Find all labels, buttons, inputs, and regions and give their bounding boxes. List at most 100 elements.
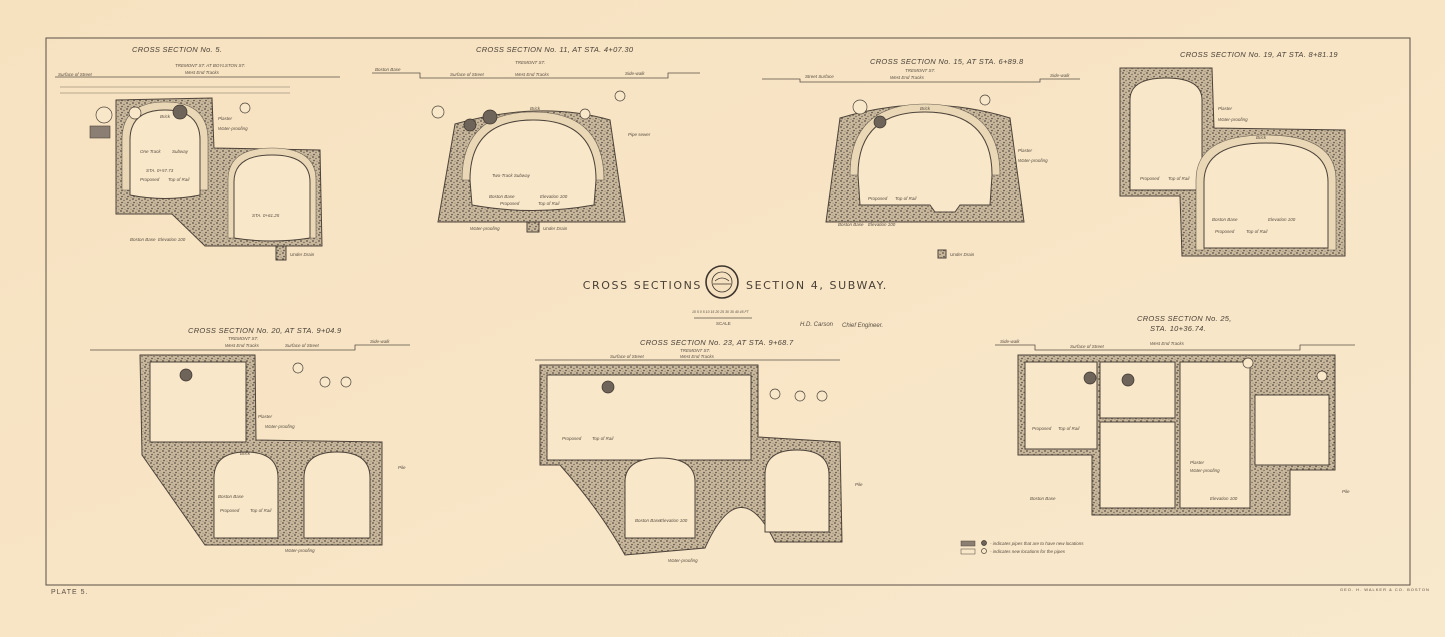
label: Surface of Street: [450, 72, 485, 77]
label: Elevation 100: [660, 518, 688, 523]
section-title: CROSS SECTION No. 11, AT STA. 4+07.30: [476, 45, 634, 54]
label: Proposed: [1215, 229, 1235, 234]
label: Brick: [160, 114, 171, 119]
label: Under Drain: [290, 252, 315, 257]
label: Top of Rail: [168, 177, 190, 182]
street-label: TREMONT ST. AT BOYLSTON ST.: [175, 63, 246, 68]
label: Water-proofing: [1190, 468, 1220, 473]
label: Water-proofing: [668, 558, 698, 563]
section-title: CROSS SECTION No. 25,: [1137, 314, 1232, 323]
label: Top of Rail: [250, 508, 272, 513]
label: Top of Rail: [592, 436, 614, 441]
label: Boston Base: [635, 518, 661, 523]
label: Surface of Street: [285, 343, 320, 348]
label: Plaster: [1190, 460, 1205, 465]
signature: H.D. Carson: [800, 322, 834, 328]
label: Pile: [1342, 489, 1350, 494]
label: Water-proofing: [218, 126, 248, 131]
commission-seal: [705, 265, 739, 299]
label: Boston Base: [489, 194, 515, 199]
label: Pipe sewer: [628, 132, 651, 137]
label: Subway: [172, 149, 189, 154]
label: Water-proofing: [470, 226, 500, 231]
cross-section-19: CROSS SECTION No. 19, AT STA. 8+81.19 Br…: [1119, 50, 1346, 257]
plate-number: PLATE 5.: [51, 589, 88, 596]
label: West End Tracks: [515, 72, 550, 77]
label: Two-Track Subway: [492, 173, 531, 178]
section-title: CROSS SECTION No. 19, AT STA. 8+81.19: [1180, 50, 1338, 59]
label: Top of Rail: [1246, 229, 1268, 234]
label: Elevation 100: [1268, 217, 1296, 222]
label: Elevation 100: [868, 222, 896, 227]
label: Proposed: [1140, 176, 1160, 181]
section-title: CROSS SECTION No. 15, AT STA. 6+89.8: [870, 57, 1024, 66]
label: Brick: [240, 451, 251, 456]
label: West End Tracks: [680, 354, 715, 359]
plate-title-block: CROSS SECTIONS SECTION 4, SUBWAY. 10 5 0…: [583, 265, 888, 329]
label: Top of Rail: [538, 201, 560, 206]
label: Top of Rail: [1168, 176, 1190, 181]
label: STA. 0+61.25: [252, 213, 280, 218]
label: Proposed: [140, 177, 160, 182]
label: Surface of Street: [610, 354, 645, 359]
street-label: TREMONT ST.: [515, 60, 545, 65]
label: Plaster: [218, 116, 233, 121]
title-right: SECTION 4, SUBWAY.: [746, 279, 888, 292]
label: West End Tracks: [1150, 341, 1185, 346]
legend-item: - indicates pipes that are to have new l…: [990, 541, 1084, 546]
label: Side-walk: [1000, 339, 1020, 344]
label: Boston Base: [838, 222, 864, 227]
cross-section-20: CROSS SECTION No. 20, AT STA. 9+04.9 TRE…: [90, 326, 410, 553]
label: Top of Rail: [1058, 426, 1080, 431]
label: Boston Base: [218, 494, 244, 499]
label: Boston Base: [375, 67, 401, 72]
section-title: CROSS SECTION No. 5.: [132, 45, 222, 54]
label: Under Drain: [950, 252, 975, 257]
label: Elevation 100: [158, 237, 186, 242]
label: Proposed: [500, 201, 520, 206]
cross-section-23: CROSS SECTION No. 23, AT STA. 9+68.7 TRE…: [535, 338, 863, 563]
label: STA. 0+57.73: [146, 168, 174, 173]
sheet-border: [45, 37, 1411, 586]
label: Water-proofing: [285, 548, 315, 553]
station-label: STA. 10+36.74.: [1150, 324, 1206, 333]
label: Surface of Street: [58, 72, 93, 77]
label: Elevation 100: [540, 194, 568, 199]
label: West End Tracks: [185, 70, 220, 75]
label: Boston Base: [130, 237, 156, 242]
label: Side-walk: [370, 339, 390, 344]
label: Water-proofing: [1018, 158, 1048, 163]
cross-section-25: CROSS SECTION No. 25, STA. 10+36.74. Sid…: [995, 314, 1355, 516]
label: Water-proofing: [265, 424, 295, 429]
label: Boston Base: [1212, 217, 1238, 222]
label: One Track: [140, 149, 161, 154]
label: Water-proofing: [1218, 117, 1248, 122]
label: West End Tracks: [225, 343, 260, 348]
label: Brick: [530, 106, 541, 111]
cross-section-15: CROSS SECTION No. 15, AT STA. 6+89.8 TRE…: [762, 57, 1080, 259]
section-title: CROSS SECTION No. 23, AT STA. 9+68.7: [640, 338, 794, 347]
printer-credit: GEO. H. WALKER & CO. BOSTON: [1340, 587, 1430, 592]
label: Side-walk: [1050, 73, 1070, 78]
legend: - indicates pipes that are to have new l…: [960, 540, 1084, 555]
label: Surface of Street: [1070, 344, 1105, 349]
title-left: CROSS SECTIONS: [583, 279, 702, 292]
label: Plaster: [1018, 148, 1033, 153]
scale-ticks: 10 5 0 5 10 15 20 25 30 35 40 45 FT: [692, 310, 750, 314]
label: Under Drain: [543, 226, 568, 231]
label: Plaster: [1218, 106, 1233, 111]
scale-label: SCALE: [716, 321, 731, 326]
label: Side-walk: [625, 71, 645, 76]
label: Proposed: [868, 196, 888, 201]
label: Boston Base: [1030, 496, 1056, 501]
cross-section-11: CROSS SECTION No. 11, AT STA. 4+07.30 TR…: [372, 45, 700, 233]
label: Plaster: [258, 414, 273, 419]
legend-item: - indicates new locations for the pipes: [990, 549, 1066, 554]
label: Proposed: [562, 436, 582, 441]
street-label: TREMONT ST.: [905, 68, 935, 73]
street-label: TREMONT ST.: [228, 336, 258, 341]
label: Pile: [855, 482, 863, 487]
signature-title: Chief Engineer.: [842, 323, 883, 329]
label: Pile: [398, 465, 406, 470]
